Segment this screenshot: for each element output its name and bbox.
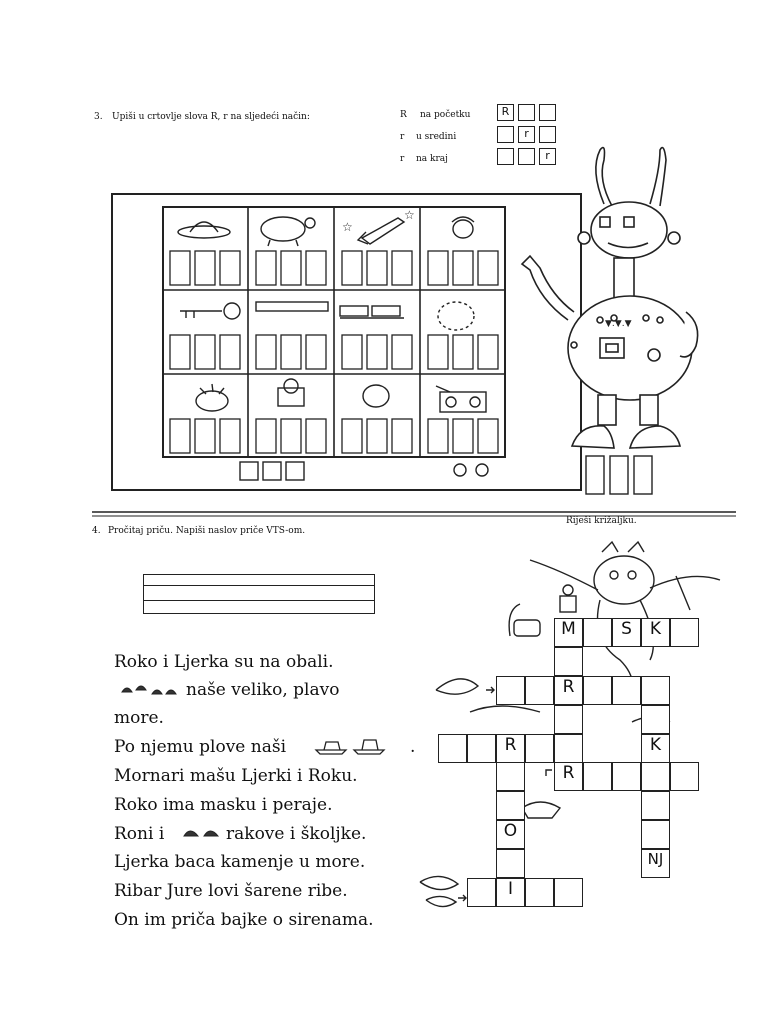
crossword-cell[interactable]	[525, 676, 554, 705]
crossword-cell[interactable]	[496, 791, 525, 820]
grid-pictures: ☆☆	[177, 208, 487, 413]
rule-box	[497, 126, 514, 143]
story-line-7: Roni i	[114, 824, 165, 844]
robot-display: ▼.▼.▼	[605, 319, 632, 329]
task3-number: 3.	[94, 112, 103, 122]
crossword-cell[interactable]	[612, 676, 641, 705]
rule-box	[539, 104, 556, 121]
story-line-2: naše veliko, plavo	[186, 680, 340, 700]
robot-letter-boxes	[585, 455, 653, 495]
story-line-5: Mornari mašu Ljerki i Roku.	[114, 766, 358, 786]
rule-letter: r	[400, 132, 405, 142]
crossword-cell[interactable]: I	[496, 878, 525, 907]
story-line-9: Ribar Jure lovi šarene ribe.	[114, 881, 348, 901]
story-line-3: more.	[114, 708, 164, 728]
crossword-cell[interactable]: R	[554, 676, 583, 705]
rule-example-box: r	[518, 126, 535, 143]
writing-line	[143, 585, 375, 586]
crossword-cell[interactable]: NJ	[641, 849, 670, 878]
rule-example-box: r	[539, 148, 556, 165]
crossword-instruction: Riješi križaljku.	[566, 516, 637, 526]
crossword-cell[interactable]: K	[641, 618, 670, 647]
crossword-cell[interactable]	[554, 647, 583, 676]
crossword-cell[interactable]	[641, 705, 670, 734]
boats-picture-icon	[312, 734, 392, 760]
rule-example-box: R	[497, 104, 514, 121]
rule-position: na kraj	[416, 154, 448, 164]
rule-box	[497, 148, 514, 165]
crossword-cell[interactable]: R	[554, 762, 583, 791]
letter-box-rows	[169, 250, 499, 454]
crossword-cell[interactable]	[641, 762, 670, 791]
crossword-cell[interactable]: S	[612, 618, 641, 647]
crossword-cell[interactable]	[525, 734, 554, 763]
crossword-cell[interactable]	[670, 618, 699, 647]
crossword-cell[interactable]	[438, 734, 467, 763]
story-line-6: Roko ima masku i peraje.	[114, 795, 333, 815]
crossword-cell[interactable]	[583, 618, 612, 647]
crossword-cell[interactable]	[496, 676, 525, 705]
crossword-cell[interactable]	[496, 762, 525, 791]
story-line-10: On im priča bajke o sirenama.	[114, 910, 374, 930]
rule-letter: R	[400, 110, 407, 120]
story-line-8: Ljerka baca kamenje u more.	[114, 852, 366, 872]
title-writing-box[interactable]	[143, 574, 375, 614]
crossword-cell[interactable]	[496, 849, 525, 878]
rule-position: na početku	[420, 110, 471, 120]
crossword-cell[interactable]	[525, 878, 554, 907]
crossword-cell[interactable]: R	[496, 734, 525, 763]
crossword-cell[interactable]	[583, 762, 612, 791]
crossword-cell[interactable]	[467, 734, 496, 763]
rule-box	[539, 126, 556, 143]
robot-illustration	[520, 146, 699, 449]
crossword-cell[interactable]: O	[496, 820, 525, 849]
sea-picture-icon	[118, 680, 182, 702]
task4-instruction: Pročitaj priču. Napiši naslov priče VTS-…	[108, 526, 306, 536]
crossword-cell[interactable]	[641, 791, 670, 820]
crossword-cell[interactable]	[670, 762, 699, 791]
task4-number: 4.	[92, 526, 101, 536]
rule-position: u sredini	[416, 132, 457, 142]
rule-box	[518, 148, 535, 165]
rule-box	[518, 104, 535, 121]
story-period: .	[410, 737, 416, 757]
crossword-cell[interactable]	[467, 878, 496, 907]
crossword-cell[interactable]: M	[554, 618, 583, 647]
rule-letter: r	[400, 154, 405, 164]
crossword-cell[interactable]	[554, 705, 583, 734]
crossword-cell[interactable]	[554, 734, 583, 763]
story-line-1: Roko i Ljerka su na obali.	[114, 652, 334, 672]
story-line-4: Po njemu plove naši	[114, 737, 287, 757]
svg-text:☆: ☆	[342, 220, 353, 234]
writing-line	[143, 600, 375, 601]
crossword-cell[interactable]	[641, 676, 670, 705]
crossword-cell[interactable]	[583, 676, 612, 705]
task3-instruction: Upiši u crtovlje slova R, r na sljedeći …	[112, 112, 310, 122]
story-line-7b: rakove i školjke.	[226, 824, 367, 844]
crossword-cell[interactable]: K	[641, 734, 670, 763]
crossword-cell[interactable]	[612, 762, 641, 791]
crossword-cell[interactable]	[641, 820, 670, 849]
svg-text:☆: ☆	[404, 208, 415, 222]
dive-picture-icon	[180, 822, 224, 846]
crossword-cell[interactable]	[554, 878, 583, 907]
